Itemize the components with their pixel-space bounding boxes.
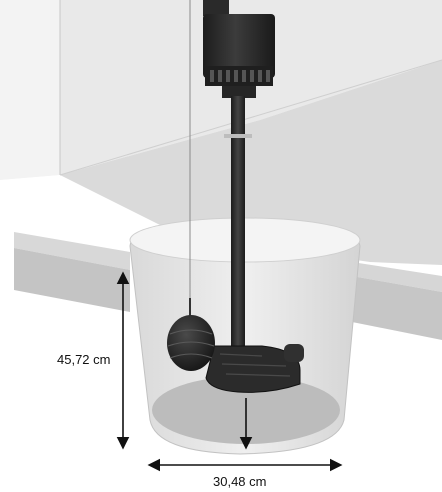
background-walls bbox=[0, 0, 442, 265]
pump-outlet bbox=[284, 344, 304, 362]
motor-vent-band bbox=[205, 66, 273, 86]
back-wall bbox=[0, 0, 442, 175]
left-wall bbox=[0, 0, 60, 180]
right-wall bbox=[60, 60, 442, 265]
right-ledge-top bbox=[352, 262, 442, 292]
left-ledge-face bbox=[14, 248, 130, 312]
motor-top-connector bbox=[203, 0, 229, 16]
floor-slab bbox=[14, 232, 442, 340]
dimension-arrows bbox=[116, 271, 343, 472]
float-switch-icon bbox=[167, 315, 215, 371]
column-clamp bbox=[224, 134, 252, 138]
pump-base-ribs bbox=[219, 353, 291, 377]
left-ledge-top bbox=[14, 232, 130, 270]
depth-dimension-label: 45,72 cm bbox=[57, 352, 111, 367]
right-ledge-face bbox=[352, 276, 442, 340]
wall-floor-line bbox=[59, 59, 442, 176]
pump-column bbox=[231, 96, 245, 346]
width-dimension-label: 30,48 cm bbox=[213, 474, 267, 489]
motor-vents bbox=[210, 70, 270, 82]
motor-base bbox=[222, 86, 256, 98]
sump-pump bbox=[203, 0, 304, 393]
motor-housing bbox=[203, 14, 275, 78]
